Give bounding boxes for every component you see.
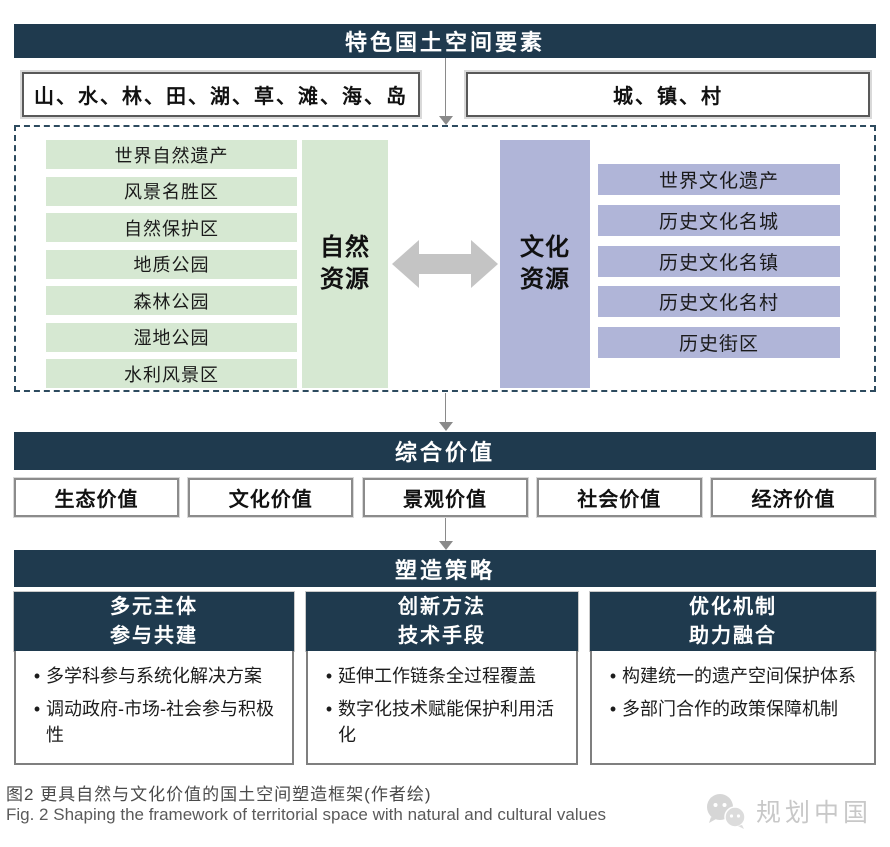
strategy-body: 延伸工作链条全过程覆盖 数字化技术赋能保护利用活化 [306,651,578,765]
list-item-label: 世界文化遗产 [658,171,779,192]
strategy-header: 创新方法 技术手段 [306,592,578,651]
title-bar-label: 特色国土空间要素 [344,30,545,55]
arrow-line [445,518,446,542]
list-item: 历史文化名城 [598,204,840,236]
watermark-text: 规划中国 [755,799,872,827]
list-item-label: 历史文化名镇 [658,252,779,274]
strategy-header: 优化机制 助力融合 [590,592,876,651]
strategy-body: 构建统一的遗产空间保护体系 多部门合作的政策保障机制 [590,651,876,765]
settlement-elements-box: 城、镇、村 [466,72,870,117]
list-item: 历史街区 [598,327,840,358]
figure-caption-en: Fig. 2 Shaping the framework of territor… [6,805,607,824]
arrow-line [445,58,446,117]
strategy-header-line1: 多元主体 [110,595,198,618]
strategy-header: 多元主体 参与共建 [14,592,294,651]
strategy-title-bar: 塑造策略 [14,550,876,587]
arrow-line [445,393,446,423]
strategy-title-label: 塑造策略 [394,557,495,583]
down-arrow-icon [438,518,454,550]
value-box-economic: 经济价值 [711,478,876,517]
bullet-text: 构建统一的遗产空间保护体系 [622,666,856,686]
value-label: 社会价值 [577,489,662,511]
watermark: 规划中国 [704,792,872,830]
natural-resources-box: 自然 资源 [302,140,388,388]
strategy-header-line2: 助力融合 [689,624,777,647]
natural-elements-label: 山、水、林、田、湖、草、滩、海、岛 [34,86,408,108]
list-item-label: 湿地公园 [133,328,210,348]
value-box-social: 社会价值 [536,478,702,517]
list-item-label: 自然保护区 [124,218,219,239]
strategy-column-participation: 多元主体 参与共建 多学科参与系统化解决方案 调动政府-市场-社会参与积极性 [14,592,294,765]
bullet-item: 延伸工作链条全过程覆盖 [320,663,562,689]
strategy-column-mechanism: 优化机制 助力融合 构建统一的遗产空间保护体系 多部门合作的政策保障机制 [590,592,876,765]
list-item: 世界自然遗产 [46,140,297,169]
resources-container: 世界自然遗产 风景名胜区 自然保护区 地质公园 森林公园 湿地公园 水利风景区 … [14,125,876,392]
natural-resources-label-line1: 自然 [320,233,370,261]
value-label: 景观价值 [403,489,487,511]
list-item: 历史文化名村 [598,286,840,318]
list-item: 地质公园 [46,249,297,279]
values-title-label: 综合价值 [394,440,495,465]
arrow-head [439,116,453,125]
bullet-text: 多部门合作的政策保障机制 [622,699,838,720]
list-item-label: 森林公园 [133,291,210,312]
list-item: 湿地公园 [46,322,297,352]
list-item-label: 世界自然遗产 [114,145,229,166]
list-item-label: 历史文化名城 [658,211,779,233]
bullet-item: 构建统一的遗产空间保护体系 [604,663,860,689]
cultural-items-list: 世界文化遗产 历史文化名城 历史文化名镇 历史文化名村 历史街区 [598,164,840,358]
figure-caption-zh: 图2 更具自然与文化价值的国土空间塑造框架(作者绘) [6,785,432,804]
value-label: 生态价值 [54,489,139,511]
bullet-item: 调动政府-市场-社会参与积极性 [28,696,278,748]
bullet-item: 多学科参与系统化解决方案 [28,663,278,689]
list-item-label: 历史文化名村 [658,293,779,315]
list-item: 风景名胜区 [46,176,297,206]
list-item: 水利风景区 [46,359,297,388]
values-row: 生态价值 文化价值 景观价值 社会价值 经济价值 [14,478,876,517]
down-arrow-icon [438,393,454,431]
value-label: 经济价值 [751,489,836,511]
natural-resources-label-line2: 资源 [320,266,370,293]
bullet-text: 多学科参与系统化解决方案 [46,666,262,686]
bullet-item: 多部门合作的政策保障机制 [604,696,860,722]
title-bar-territorial-elements: 特色国土空间要素 [14,24,876,58]
settlement-elements-label: 城、镇、村 [613,86,723,108]
bullet-text: 调动政府-市场-社会参与积极性 [46,699,274,746]
strategy-header-line1: 创新方法 [398,595,486,618]
list-item-label: 历史街区 [678,334,759,355]
bullet-text: 数字化技术赋能保护利用活化 [338,699,554,746]
strategy-header-line2: 技术手段 [398,624,486,647]
arrow-head [439,422,453,431]
strategy-header-line1: 优化机制 [689,595,777,618]
value-box-landscape: 景观价值 [362,478,528,517]
strategy-column-innovation: 创新方法 技术手段 延伸工作链条全过程覆盖 数字化技术赋能保护利用活化 [306,592,578,765]
value-box-ecological: 生态价值 [14,478,179,517]
list-item: 世界文化遗产 [598,164,840,195]
list-item: 自然保护区 [46,213,297,242]
strategy-body: 多学科参与系统化解决方案 调动政府-市场-社会参与积极性 [14,651,294,765]
value-box-cultural: 文化价值 [188,478,354,517]
bullet-text: 延伸工作链条全过程覆盖 [338,666,536,686]
list-item: 森林公园 [46,286,297,315]
strategy-columns: 多元主体 参与共建 多学科参与系统化解决方案 调动政府-市场-社会参与积极性 创… [14,592,876,765]
cultural-resources-box: 文化 资源 [500,140,590,388]
list-item-label: 地质公园 [133,255,210,275]
natural-items-list: 世界自然遗产 风景名胜区 自然保护区 地质公园 森林公园 湿地公园 水利风景区 [46,140,297,388]
strategy-header-line2: 参与共建 [110,624,198,647]
list-item: 历史文化名镇 [598,245,840,277]
bidirectional-arrow-icon [392,240,498,288]
cultural-resources-label-line1: 文化 [520,233,570,261]
down-arrow-icon [438,58,454,125]
arrow-head [439,541,453,550]
natural-elements-box: 山、水、林、田、湖、草、滩、海、岛 [22,72,420,117]
chat-bubbles-logo-icon [706,794,746,829]
list-item-label: 水利风景区 [124,364,219,385]
values-title-bar: 综合价值 [14,432,876,470]
list-item-label: 风景名胜区 [124,182,219,202]
cultural-resources-label-line2: 资源 [520,266,570,293]
bullet-item: 数字化技术赋能保护利用活化 [320,696,562,748]
value-label: 文化价值 [228,489,313,511]
